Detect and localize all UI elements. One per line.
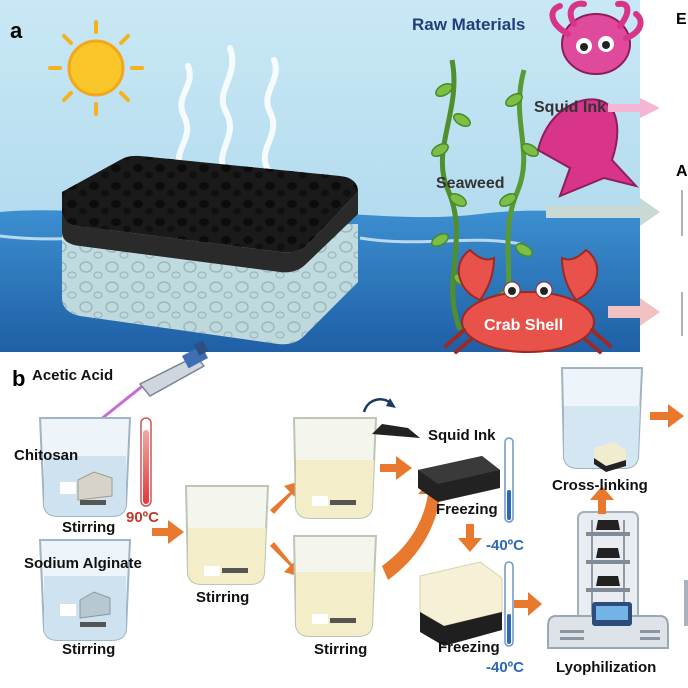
temperature-hot-label: 90ºC bbox=[126, 509, 159, 526]
lyophilizer-icon bbox=[547, 511, 669, 649]
lower-beaker bbox=[292, 535, 378, 637]
arrow-up-icon bbox=[590, 486, 614, 514]
seaweed-label: Seaweed bbox=[436, 175, 504, 192]
panel-a: a Raw Materials Squid Ink Seaweed Crab S… bbox=[0, 0, 688, 354]
arrow-icon bbox=[152, 520, 184, 544]
crosslink-beaker bbox=[560, 367, 644, 472]
lyophilization-label: Lyophilization bbox=[556, 659, 656, 676]
squid-ink-label: Squid Ink bbox=[428, 427, 496, 444]
squid-arrow-icon bbox=[608, 98, 660, 118]
stirring-label: Stirring bbox=[196, 589, 249, 606]
arrow-icon bbox=[650, 404, 684, 428]
alginate-beaker bbox=[38, 539, 132, 641]
sun-icon bbox=[48, 20, 144, 116]
cut-letter-e: E bbox=[676, 11, 687, 28]
stirring-label: Stirring bbox=[314, 641, 367, 658]
stirring-label: Stirring bbox=[62, 641, 115, 658]
mixed-beaker bbox=[184, 485, 270, 585]
arrow-icon bbox=[514, 592, 542, 616]
cut-letter-a: A bbox=[676, 163, 688, 180]
stirring-label: Stirring bbox=[62, 519, 115, 536]
chitosan-label: Chitosan bbox=[14, 447, 78, 464]
cross-linking-label: Cross-linking bbox=[552, 477, 648, 494]
thermometer-hot-icon bbox=[140, 417, 152, 507]
ink-beaker bbox=[292, 398, 420, 519]
bilayer-block bbox=[419, 561, 503, 646]
thermometer-cold-icon bbox=[504, 561, 514, 647]
temperature-cold-label: -40ºC bbox=[486, 537, 524, 554]
acetic-acid-label: Acetic Acid bbox=[32, 367, 113, 384]
arrow-down-icon bbox=[458, 524, 482, 552]
curved-arrow-icon bbox=[382, 474, 450, 580]
crab-shell-label: Crab Shell bbox=[484, 317, 563, 334]
sodium-alginate-label: Sodium Alginate bbox=[24, 555, 142, 572]
freezing-label: Freezing bbox=[436, 501, 498, 518]
crab-arrow-icon bbox=[608, 298, 660, 326]
arrow-icon bbox=[380, 456, 412, 480]
panel-b-label: b bbox=[12, 366, 25, 391]
freezing-label: Freezing bbox=[438, 639, 500, 656]
crab-icon bbox=[444, 248, 612, 354]
pipette-icon bbox=[99, 340, 209, 422]
raw-materials-title: Raw Materials bbox=[412, 15, 525, 34]
seaweed-arrow-icon bbox=[546, 198, 660, 226]
thermometer-cold-icon bbox=[504, 437, 514, 523]
squid-ink-label: Squid Ink bbox=[534, 99, 606, 116]
temperature-cold-label: -40ºC bbox=[486, 659, 524, 676]
aerogel-block bbox=[62, 155, 358, 345]
panel-a-label: a bbox=[10, 18, 23, 43]
squid-icon bbox=[536, 0, 644, 198]
steam-icon bbox=[175, 45, 279, 179]
black-block bbox=[418, 456, 500, 502]
panel-b: b Acetic Acid Chitosan Stirring 90ºC Sod… bbox=[12, 340, 688, 676]
chitosan-beaker bbox=[38, 417, 132, 517]
